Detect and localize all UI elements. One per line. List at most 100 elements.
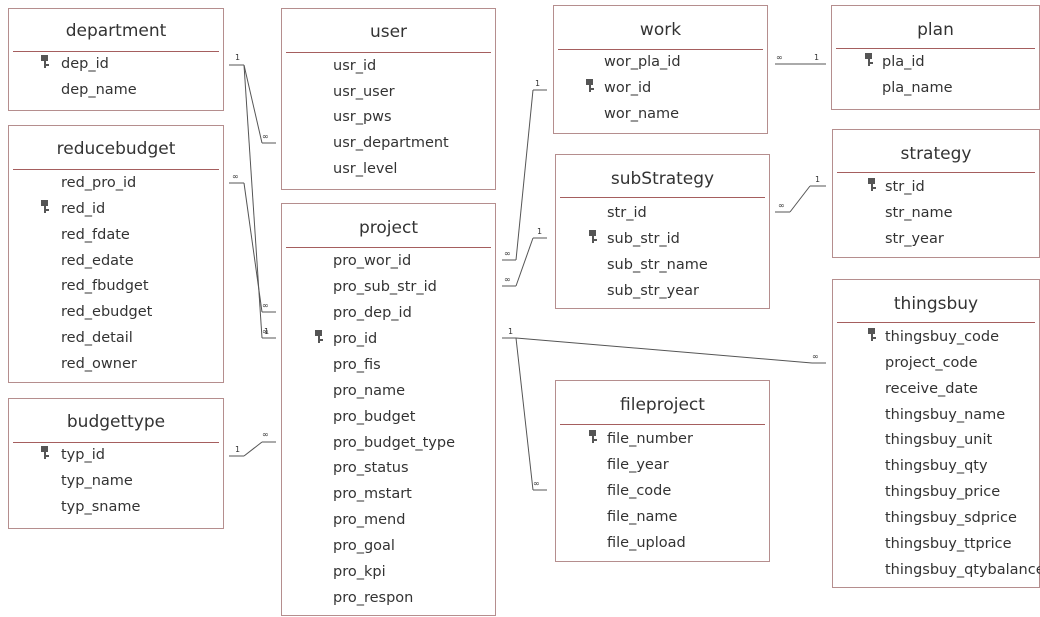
field-row: thingsbuy_name (885, 407, 1006, 423)
separator (286, 247, 491, 248)
table-project[interactable]: project pro_wor_id pro_sub_str_id pro_de… (281, 203, 496, 616)
field-row: thingsbuy_unit (885, 432, 993, 448)
table-work[interactable]: work wor_pla_id wor_id wor_name (553, 5, 768, 134)
field-row: pro_budget (333, 409, 416, 425)
table-title: reducebudget (56, 139, 176, 159)
table-fileproject[interactable]: fileproject file_number file_year file_c… (555, 380, 770, 562)
cardinality-many-label: ∞ (262, 430, 269, 439)
field-row: red_ebudget (61, 304, 153, 320)
field-row: red_edate (61, 253, 134, 269)
table-user[interactable]: user usr_id usr_user usr_pws usr_departm… (281, 8, 496, 190)
field-row: thingsbuy_code (885, 329, 1000, 345)
field-row: wor_id (604, 80, 652, 96)
table-substrategy[interactable]: subStrategy str_id sub_str_id sub_str_na… (555, 154, 770, 309)
field-row: usr_pws (333, 109, 392, 125)
table-title: project (358, 218, 418, 238)
field-row: receive_date (885, 381, 978, 397)
field-row: thingsbuy_sdprice (885, 510, 1017, 526)
field-row: dep_name (61, 82, 137, 98)
field-row: file_code (607, 483, 672, 499)
field-row: thingsbuy_qty (885, 458, 988, 474)
cardinality-one-label: 1 (535, 79, 540, 88)
key-icon (589, 230, 597, 243)
table-strategy[interactable]: strategy str_id str_name str_year (832, 129, 1040, 258)
table-title: work (639, 20, 682, 40)
field-row: str_id (607, 205, 647, 221)
field-row: project_code (885, 355, 978, 371)
key-icon (586, 79, 594, 92)
field-row: pro_wor_id (333, 253, 412, 269)
field-row: pro_name (333, 383, 406, 399)
separator (837, 322, 1035, 323)
field-row: sub_str_year (607, 283, 699, 299)
cardinality-many-label: ∞ (262, 301, 269, 310)
field-row: str_name (885, 205, 953, 221)
key-icon (41, 200, 49, 213)
table-title: fileproject (620, 395, 705, 415)
separator (13, 51, 219, 52)
cardinality-many-label: ∞ (776, 53, 783, 62)
table-department[interactable]: department dep_id dep_name (8, 8, 224, 111)
table-reducebudget[interactable]: reducebudget red_pro_id red_id red_fdate… (8, 125, 224, 383)
field-row: str_id (885, 179, 925, 195)
table-title: strategy (900, 144, 972, 164)
cardinality-many-label: ∞ (262, 327, 269, 336)
field-row: wor_pla_id (604, 54, 681, 70)
field-row: pro_mend (333, 512, 406, 528)
key-icon (868, 328, 876, 341)
field-row: file_name (607, 509, 678, 525)
field-row: pro_goal (333, 538, 395, 554)
field-row: thingsbuy_ttprice (885, 536, 1012, 552)
field-row: wor_name (604, 106, 680, 122)
field-row: typ_id (61, 447, 105, 463)
table-title: subStrategy (610, 169, 715, 189)
cardinality-one-label: 1 (815, 175, 820, 184)
cardinality-many-label: ∞ (262, 132, 269, 141)
field-row: file_number (607, 431, 693, 447)
cardinality-many-label: ∞ (533, 479, 540, 488)
key-icon (865, 53, 873, 66)
cardinality-one-label: 1 (508, 327, 513, 336)
separator (560, 424, 765, 425)
cardinality-one-label: 1 (264, 327, 269, 336)
table-budgettype[interactable]: budgettype typ_id typ_name typ_sname (8, 398, 224, 529)
field-row: pro_status (333, 460, 409, 476)
key-icon (41, 55, 49, 68)
key-icon (41, 446, 49, 459)
separator (286, 52, 491, 53)
table-plan[interactable]: plan pla_id pla_name (831, 5, 1040, 110)
table-title: budgettype (66, 412, 166, 432)
field-row: usr_level (333, 161, 398, 177)
table-title: plan (917, 20, 954, 40)
field-row: usr_id (333, 58, 377, 74)
field-row: usr_department (333, 135, 449, 151)
field-row: red_pro_id (61, 175, 137, 191)
field-row: pro_fis (333, 357, 381, 373)
separator (837, 172, 1035, 173)
table-title: department (65, 21, 167, 41)
separator (836, 48, 1035, 49)
cardinality-one-label: 1 (235, 53, 240, 62)
field-row: pla_name (882, 80, 953, 96)
separator (13, 169, 219, 170)
field-row: typ_name (61, 473, 133, 489)
cardinality-one-label: 1 (537, 227, 542, 236)
table-thingsbuy[interactable]: thingsbuy thingsbuy_code project_code re… (832, 279, 1040, 588)
cardinality-many-label: ∞ (812, 352, 819, 361)
field-row: red_owner (61, 356, 137, 372)
field-row: pro_dep_id (333, 305, 412, 321)
field-row: pro_kpi (333, 564, 386, 580)
field-row: red_detail (61, 330, 133, 346)
field-row: pro_mstart (333, 486, 412, 502)
field-row: thingsbuy_qtybalance (885, 562, 1040, 578)
field-row: red_id (61, 201, 106, 217)
key-icon (315, 330, 323, 343)
field-row: typ_sname (61, 499, 141, 515)
field-row: pla_id (882, 54, 925, 70)
field-row: usr_user (333, 84, 395, 100)
key-icon (589, 430, 597, 443)
cardinality-one-label: 1 (814, 53, 819, 62)
field-row: pro_respon (333, 590, 414, 606)
key-icon (868, 178, 876, 191)
